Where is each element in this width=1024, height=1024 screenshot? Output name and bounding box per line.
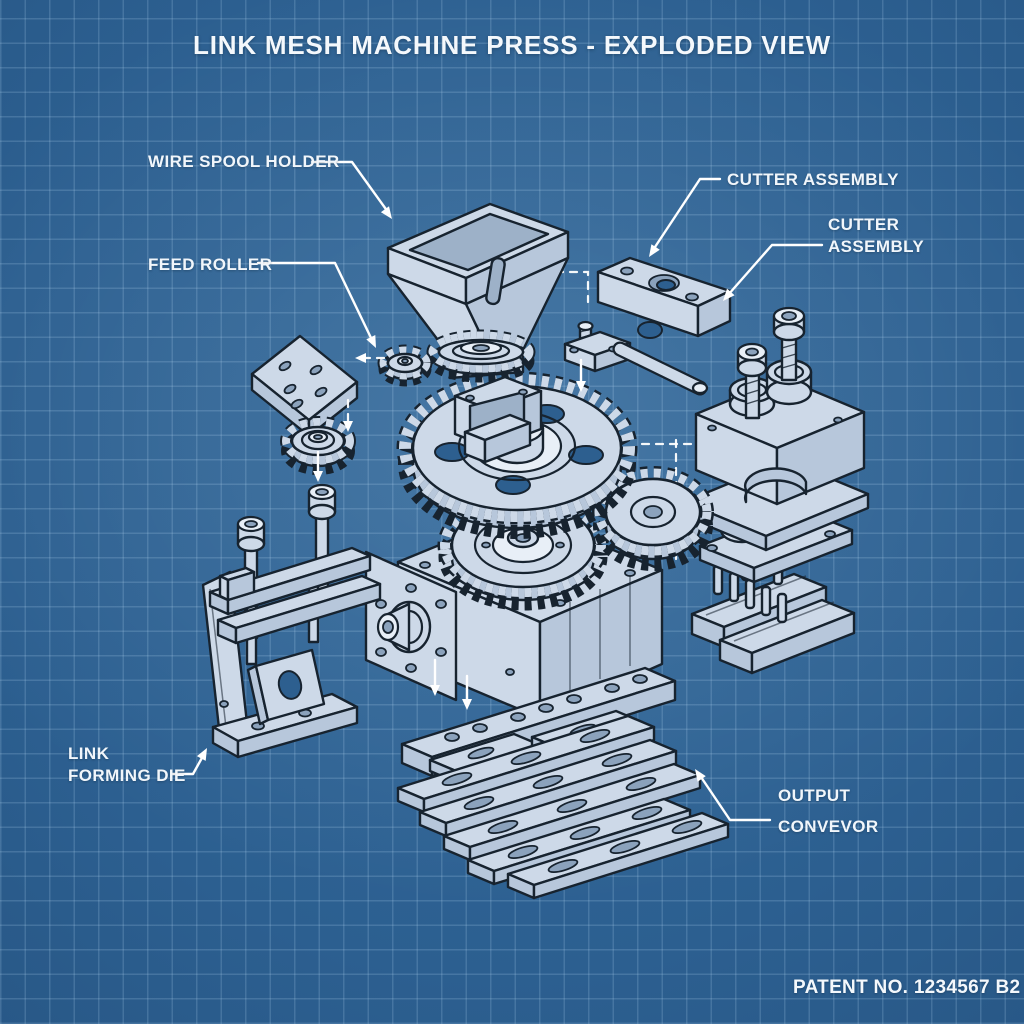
hopper-small-gear: [377, 344, 433, 387]
label-cutter-assembly-2-line1: CUTTER: [828, 215, 900, 234]
label-cutter-assembly-2-line2: ASSEMBLY: [828, 237, 925, 256]
press-bolt: [736, 342, 768, 420]
press-bottom-die: [690, 572, 856, 675]
label-output-conveyor: OUTPUT CONVEVOR: [778, 780, 879, 842]
wire-spool-hopper: [377, 202, 570, 464]
label-link-forming-die: LINK FORMING DIE: [68, 743, 186, 787]
pinion-gear: [592, 466, 714, 571]
guide-pin-rod: [612, 341, 709, 396]
label-link-forming-die-line2: FORMING DIE: [68, 766, 186, 785]
label-cutter-assembly-1: CUTTER ASSEMBLY: [727, 170, 899, 189]
die-lower-rail: [216, 574, 382, 645]
leader-lines: [170, 160, 824, 822]
link-forming-die: [201, 546, 382, 759]
die-boss-block: [246, 648, 326, 726]
press-bolt: [772, 306, 806, 382]
press-top-block: [682, 358, 870, 552]
direction-arrows: [313, 353, 586, 710]
link-strip-bar: [506, 811, 730, 900]
hopper-bracket: [453, 375, 543, 464]
die-clamp-cube: [218, 566, 256, 602]
link-strip-bar: [396, 714, 656, 814]
page-title: LINK MESH MACHINE PRESS - EXPLODED VIEW: [193, 30, 831, 60]
label-cutter-assembly-2: CUTTER ASSEMBLY: [828, 214, 924, 258]
hopper-ring-gear: [426, 329, 536, 383]
press-assembly: [682, 306, 870, 675]
gearbox-front-flange: [364, 550, 458, 702]
cutter-bar-block: [596, 256, 732, 339]
label-feed-roller: FEED ROLLER: [148, 255, 273, 274]
patent-number: PATENT NO. 1234567 B2: [793, 977, 1021, 998]
link-strip-bar: [418, 738, 678, 838]
feed-roller-plate: [250, 334, 359, 438]
label-wire-spool-holder: WIRE SPOOL HOLDER: [148, 152, 340, 171]
label-output-conveyor-line2: CONVEVOR: [778, 817, 879, 836]
label-link-forming-die-line1: LINK: [68, 744, 110, 763]
label-output-conveyor-line1: OUTPUT: [778, 786, 851, 805]
link-strips: [396, 709, 730, 900]
